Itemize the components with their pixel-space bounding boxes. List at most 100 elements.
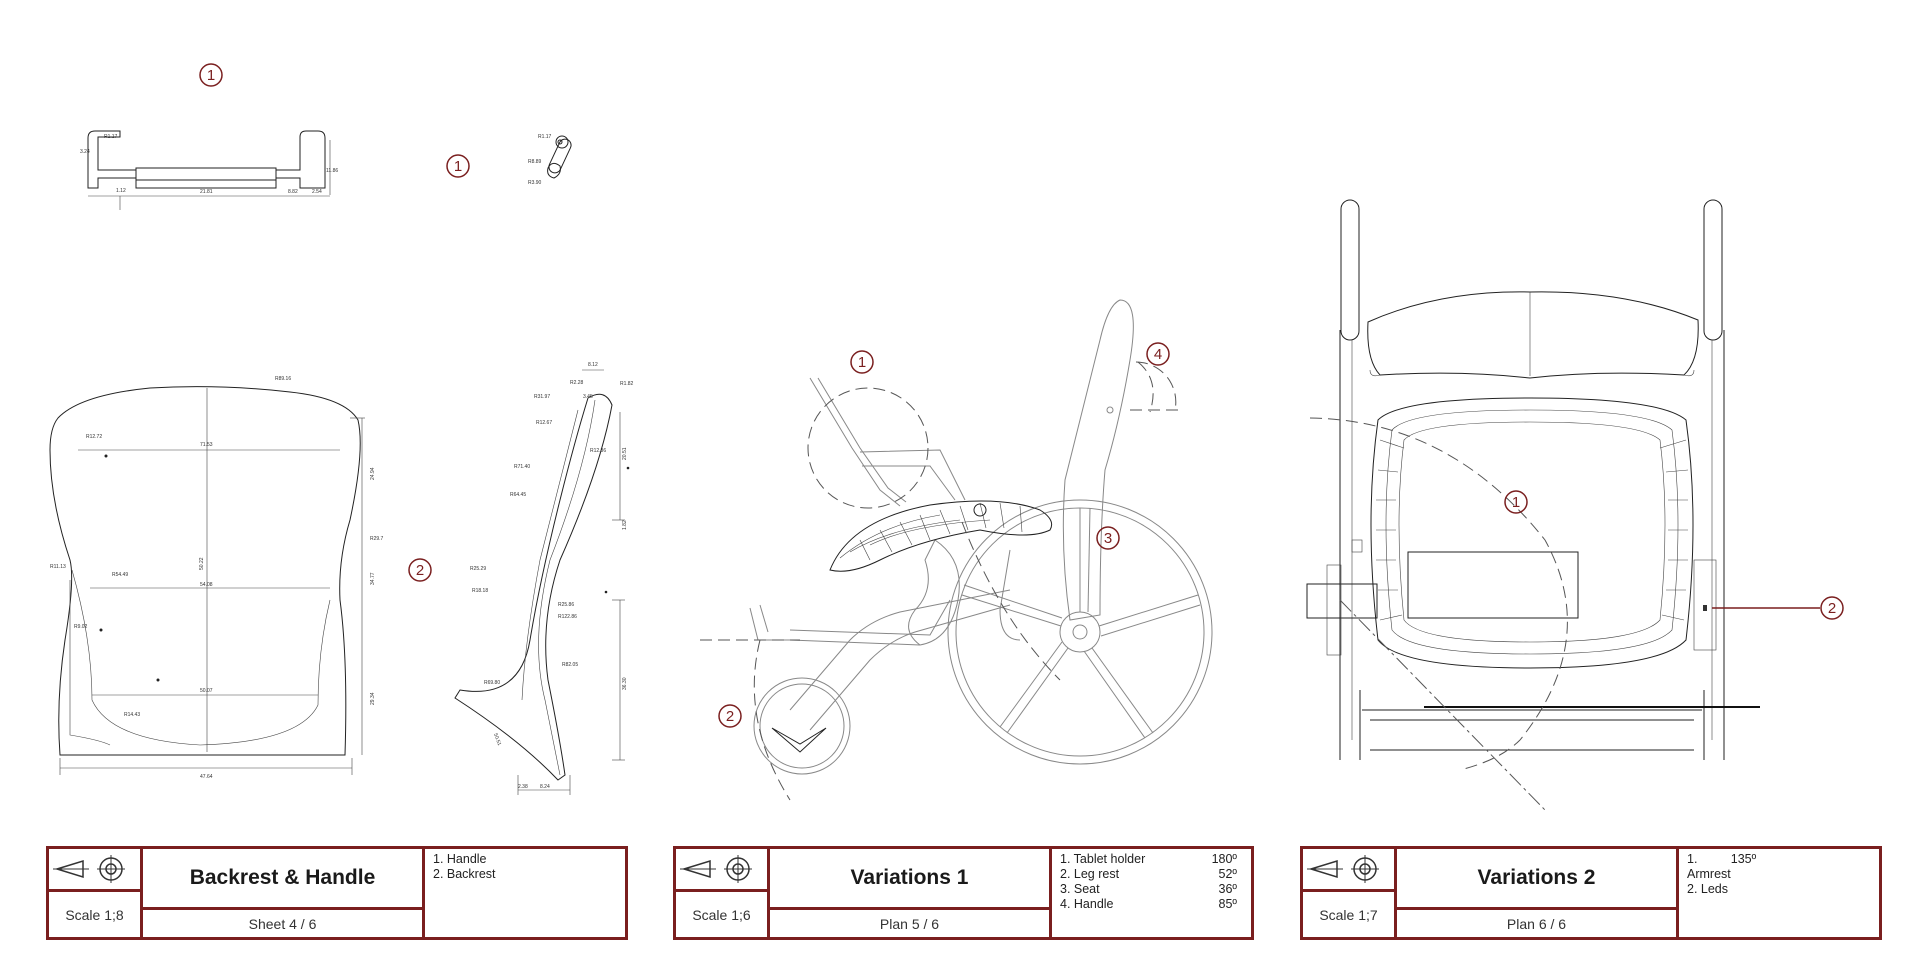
dim-label: R1.17 xyxy=(538,134,552,140)
dim-label: 2.54 xyxy=(312,189,322,195)
handle-side-view: R1.17 R8.89 R3.90 xyxy=(528,134,572,186)
wheelchair-side-view xyxy=(700,299,1213,801)
dim-label: 29.34 xyxy=(370,692,376,705)
callout-backrest: 2 xyxy=(408,558,432,582)
callout-number: 3 xyxy=(1104,530,1112,547)
handle-top-view: R1.17 3.24 21.81 8.82 2.54 11.86 1.12 xyxy=(80,130,338,210)
dim-label: 8.82 xyxy=(288,189,298,195)
dim-label: R9.02 xyxy=(74,624,88,630)
backrest-front-view: R89.16 R12.72 71.53 R29.7 R11.13 R54.49 … xyxy=(49,376,384,780)
dim-label: R12.36 xyxy=(590,448,606,454)
dim-label: 54.08 xyxy=(200,582,213,588)
wheelchair-front-view xyxy=(1306,199,1820,811)
callout-number: 1 xyxy=(454,158,462,175)
dim-label: 8.24 xyxy=(540,784,550,790)
dim-label: 20.51 xyxy=(622,447,628,460)
dim-label: 1.82 xyxy=(622,520,628,530)
legend-item: 2. Backrest xyxy=(433,867,496,881)
dim-label: R11.13 xyxy=(50,564,66,570)
dim-label: R69.80 xyxy=(484,680,500,686)
projection-symbol xyxy=(49,849,143,892)
sheet-title: Variations 1 xyxy=(770,849,1052,910)
title-block-sheet-4: Scale 1;8 Backrest & Handle Sheet 4 / 6 … xyxy=(46,846,628,940)
first-angle-projection-icon xyxy=(680,855,752,883)
dim-label: R89.16 xyxy=(275,376,291,382)
dim-label: R31.97 xyxy=(534,394,550,400)
dim-label: 21.81 xyxy=(200,189,213,195)
dim-label: R64.45 xyxy=(510,492,526,498)
callout-number: 1 xyxy=(858,354,866,371)
dim-label: 36.30 xyxy=(622,677,628,690)
sheet-title: Variations 2 xyxy=(1397,849,1679,910)
title-block-sheet-6: Scale 1;7 Variations 2 Plan 6 / 6 1. Arm… xyxy=(1300,846,1882,940)
dim-label: R29.7 xyxy=(370,536,384,542)
dim-label: R12.72 xyxy=(86,434,102,440)
dim-label: R1.17 xyxy=(104,134,118,140)
first-angle-projection-icon xyxy=(53,855,125,883)
callout-number: 2 xyxy=(726,708,734,725)
callout-handle-top: 1 xyxy=(199,63,223,87)
callout-number: 2 xyxy=(1828,600,1836,617)
callout-v1-seat: 3 xyxy=(1096,526,1120,550)
parts-legend: 1. Handle 2. Backrest xyxy=(425,849,625,937)
dim-label: R12.67 xyxy=(536,420,552,426)
callout-number: 1 xyxy=(207,67,215,84)
callout-handle-side: 1 xyxy=(446,154,470,178)
dim-label: R54.49 xyxy=(112,572,128,578)
dim-label: 2.38 xyxy=(518,784,528,790)
dim-label: R2.28 xyxy=(570,380,584,386)
dim-label: 47.64 xyxy=(200,774,213,780)
dim-label: 34.77 xyxy=(370,572,376,585)
sheet-number: Plan 6 / 6 xyxy=(1397,910,1679,937)
dim-label: 71.53 xyxy=(200,442,213,448)
dim-label: 24.94 xyxy=(370,467,376,480)
dim-label: 8.12 xyxy=(588,362,598,368)
dim-label: R8.89 xyxy=(528,159,542,165)
sheet-title: Backrest & Handle xyxy=(143,849,425,910)
title-block-sheet-5: Scale 1;6 Variations 1 Plan 5 / 6 1. Tab… xyxy=(673,846,1254,940)
dim-label: R18.18 xyxy=(472,588,488,594)
callout-number: 2 xyxy=(416,562,424,579)
dim-label: R71.40 xyxy=(514,464,530,470)
dim-label: 3.45 xyxy=(583,394,593,400)
dim-label: 50.07 xyxy=(200,688,213,694)
sheet-number: Sheet 4 / 6 xyxy=(143,910,425,937)
legend-item: 1. Handle xyxy=(433,852,487,866)
dim-label: R25.86 xyxy=(558,602,574,608)
first-angle-projection-icon xyxy=(1307,855,1379,883)
dim-label: R14.43 xyxy=(124,712,140,718)
dim-label: 11.86 xyxy=(326,168,338,174)
callout-v1-legrest: 2 xyxy=(718,704,742,728)
dim-label: R122.86 xyxy=(558,614,577,620)
scale-label: Scale 1;8 xyxy=(49,892,143,937)
callout-number: 1 xyxy=(1512,494,1520,511)
scale-label: Scale 1;7 xyxy=(1303,892,1397,937)
projection-symbol xyxy=(676,849,770,892)
dim-label: R1.82 xyxy=(620,381,634,387)
dim-label: R82.05 xyxy=(562,662,578,668)
scale-label: Scale 1;6 xyxy=(676,892,770,937)
backrest-side-view: 8.12 R2.28 R1.82 R31.97 R12.67 R12.36 R7… xyxy=(454,362,634,795)
projection-symbol xyxy=(1303,849,1397,892)
callout-v1-handle: 4 xyxy=(1146,342,1170,366)
dim-label: R25.29 xyxy=(470,566,486,572)
dim-label: 1.12 xyxy=(116,188,126,194)
callout-v1-tablet: 1 xyxy=(850,350,874,374)
dim-label: 3.24 xyxy=(80,149,90,155)
dim-label: R3.90 xyxy=(528,180,542,186)
callout-v2-leds: 2 xyxy=(1820,596,1844,620)
dim-label: 50.22 xyxy=(199,557,205,570)
dim-label: 50.51 xyxy=(492,733,502,747)
legend-item: 2. Leds xyxy=(1687,882,1729,896)
sheet-number: Plan 5 / 6 xyxy=(770,910,1052,937)
callout-v2-armrest: 1 xyxy=(1504,490,1528,514)
callout-number: 4 xyxy=(1154,346,1162,363)
